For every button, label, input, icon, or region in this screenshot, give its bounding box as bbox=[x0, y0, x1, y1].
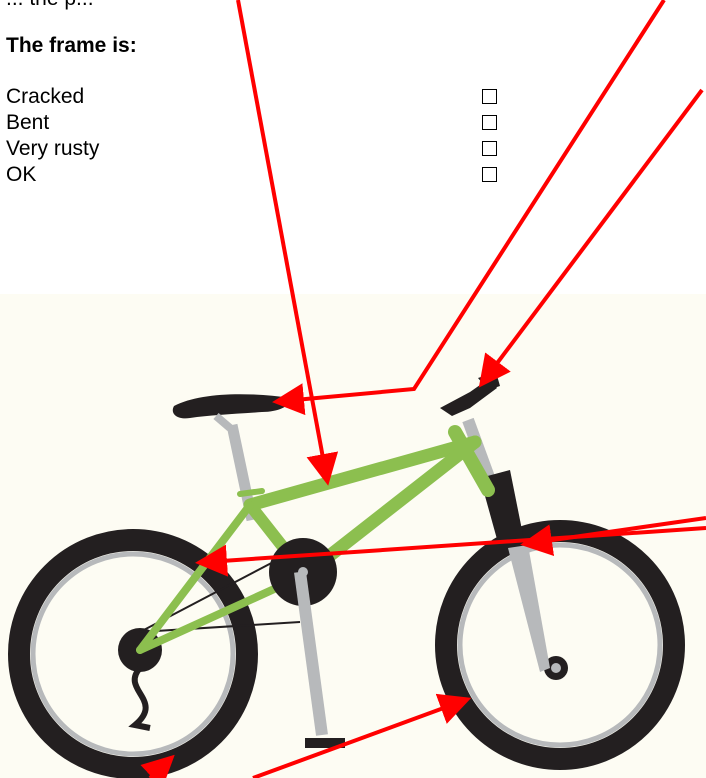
arrow-to-handlebar bbox=[486, 90, 702, 378]
arrow-to-saddle bbox=[284, 0, 664, 401]
arrow-to-front-tyre bbox=[253, 702, 460, 778]
front-wheel bbox=[446, 531, 674, 759]
crankset bbox=[269, 538, 345, 748]
